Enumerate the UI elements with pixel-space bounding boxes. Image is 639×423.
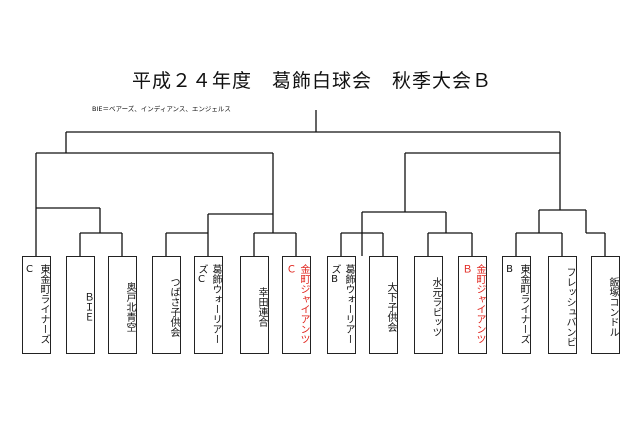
- team-name: 奥戸北青空: [124, 281, 135, 332]
- team-box: フレッシュバンビ: [548, 256, 577, 354]
- team-box: 金町ジャイアンツ Ｂ: [458, 256, 487, 354]
- team-box: 金町ジャイアンツＣ: [282, 256, 311, 354]
- team-box: 東金町ライナーズC: [22, 256, 51, 354]
- team-name: 葛飾ウォーリアーズB: [329, 264, 354, 344]
- team-name: つばさ子供会: [168, 276, 179, 337]
- team-box: 葛飾ウォーリアーズC: [194, 256, 223, 354]
- team-name: 飯塚コンドル: [607, 276, 618, 337]
- bracket-left-r1c-line: [165, 214, 209, 256]
- team-box: ＢＩＥ: [66, 256, 95, 354]
- bracket-right-semifinal-line: [405, 132, 561, 154]
- team-name: 東金町ライナーズC: [24, 264, 49, 344]
- team-name: 葛飾ウォーリアーズC: [196, 264, 221, 344]
- team-name: ＢＩＥ: [82, 291, 93, 322]
- abbreviation-note: BIE＝ベアーズ、インディアンス、エンジェルス: [92, 105, 231, 113]
- bracket-left-q1-line: [35, 153, 100, 209]
- bracket-left-semifinal-line: [36, 132, 273, 154]
- team-box: 葛飾ウォーリアーズB: [327, 256, 356, 354]
- bracket-right-r1c-line: [515, 210, 563, 256]
- team-box: 幸田連合: [240, 256, 269, 354]
- team-box: 大下子供会: [369, 256, 398, 354]
- team-name: 大下子供会: [385, 281, 396, 332]
- bracket-right-r1d-line: [585, 210, 606, 256]
- team-box: 奥戸北青空: [108, 256, 137, 354]
- team-box: 水元ラビッツ: [414, 256, 443, 354]
- team-name: フレッシュバンビ: [564, 266, 575, 347]
- bracket-right-q2-line: [539, 153, 586, 211]
- team-name: 東金町ライナーズB: [504, 264, 529, 344]
- team-box: 東金町ライナーズB: [502, 256, 531, 354]
- bracket-right-r1b-line: [427, 212, 473, 256]
- team-box: 飯塚コンドル: [591, 256, 620, 354]
- bracket-right-r1a-line: [340, 212, 384, 256]
- bracket-left-r1b-line: [79, 208, 123, 256]
- tournament-title: 平成２４年度 葛飾白球会 秋季大会Ｂ: [132, 70, 493, 92]
- team-name: 水元ラビッツ: [430, 276, 441, 337]
- team-name: 幸田連合: [256, 286, 267, 327]
- team-box: つばさ子供会: [152, 256, 181, 354]
- team-name: 金町ジャイアンツ Ｂ: [460, 264, 485, 344]
- bracket-right-q1-line: [362, 153, 446, 213]
- bracket-left-r1d-line: [253, 214, 297, 256]
- bracket-left-q2-line: [208, 153, 274, 215]
- bracket-final-line: [66, 110, 560, 133]
- team-name: 金町ジャイアンツＣ: [284, 264, 309, 344]
